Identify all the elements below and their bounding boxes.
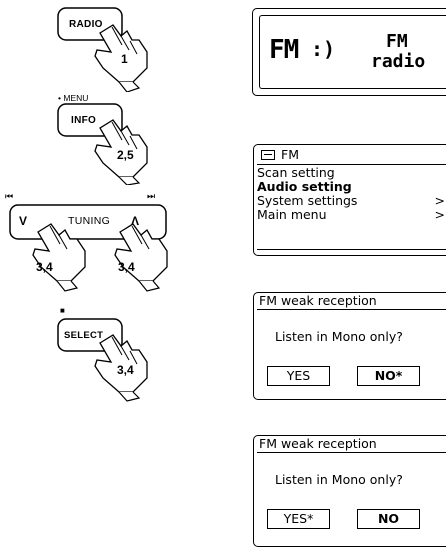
screen-weak-reception-no: FM weak reception Listen in Mono only? Y… <box>253 292 446 400</box>
menu-header-title: FM <box>281 148 299 162</box>
menu-bottom-divider <box>257 249 446 250</box>
menu-item-main-menu[interactable]: Main menu > <box>257 208 446 222</box>
no-button-label: NO <box>378 511 399 526</box>
select-button-group: SELECT 3,4 <box>55 315 165 405</box>
screen-fm-menu: FM Scan setting Audio setting System set… <box>253 144 446 256</box>
menu-item-label: Scan setting <box>257 165 335 180</box>
fm-logo-text: FM <box>269 35 298 65</box>
radio-step-number: 1 <box>121 52 128 66</box>
dialog-title-bar: FM weak reception <box>257 437 446 453</box>
screen-weak-reception-yes: FM weak reception Listen in Mono only? Y… <box>253 435 446 547</box>
info-step-number: 2,5 <box>117 148 134 162</box>
stop-icon: ■ <box>60 306 65 315</box>
list-icon-line <box>264 154 272 155</box>
info-button-illustration <box>55 100 165 185</box>
yes-button-label: YES* <box>284 511 314 526</box>
menu-item-scan-setting[interactable]: Scan setting <box>257 166 446 180</box>
menu-item-label: Main menu <box>257 207 327 222</box>
dialog-title: FM weak reception <box>259 437 377 451</box>
dialog-question: Listen in Mono only? <box>275 473 403 487</box>
yes-button-label: YES <box>287 368 310 383</box>
tuning-right-step-number: 3,4 <box>118 260 135 274</box>
menu-item-label: Audio setting <box>257 179 352 194</box>
dialog-question: Listen in Mono only? <box>275 330 403 344</box>
screen-fm-radio-splash: FM :) FM radio <box>252 8 446 96</box>
no-button[interactable]: NO <box>357 509 420 529</box>
no-button[interactable]: NO* <box>357 366 420 386</box>
select-button-label: SELECT <box>64 330 103 341</box>
submenu-arrow-icon: > <box>435 208 445 222</box>
yes-button[interactable]: YES <box>267 366 330 386</box>
tuning-left-step-number: 3,4 <box>36 260 53 274</box>
radio-button-group: RADIO 1 <box>55 0 165 92</box>
splash-title-line1: FM <box>386 31 408 52</box>
menu-item-audio-setting[interactable]: Audio setting <box>257 180 446 194</box>
info-button-group: INFO 2,5 <box>55 100 165 185</box>
radio-button-illustration <box>55 0 165 92</box>
select-step-number: 3,4 <box>117 363 134 377</box>
radio-button-label: RADIO <box>69 19 103 30</box>
splash-title-line2: radio <box>371 51 425 72</box>
menu-item-system-settings[interactable]: System settings > <box>257 194 446 208</box>
tuning-up-icon[interactable]: Λ <box>131 214 139 228</box>
menu-header: FM <box>257 148 446 165</box>
select-button-illustration <box>55 315 165 405</box>
tuning-group: V TUNING Λ 3,4 3,4 <box>0 200 175 310</box>
dialog-title: FM weak reception <box>259 294 377 308</box>
submenu-arrow-icon: > <box>435 194 445 208</box>
info-button-label: INFO <box>71 115 96 126</box>
menu-item-label: System settings <box>257 193 357 208</box>
tuning-down-icon[interactable]: V <box>19 214 27 228</box>
no-button-label: NO* <box>375 368 403 383</box>
tuning-label: TUNING <box>68 215 110 227</box>
dialog-title-bar: FM weak reception <box>257 294 446 310</box>
yes-button[interactable]: YES* <box>267 509 330 529</box>
fm-broadcast-icon: :) <box>311 37 335 61</box>
